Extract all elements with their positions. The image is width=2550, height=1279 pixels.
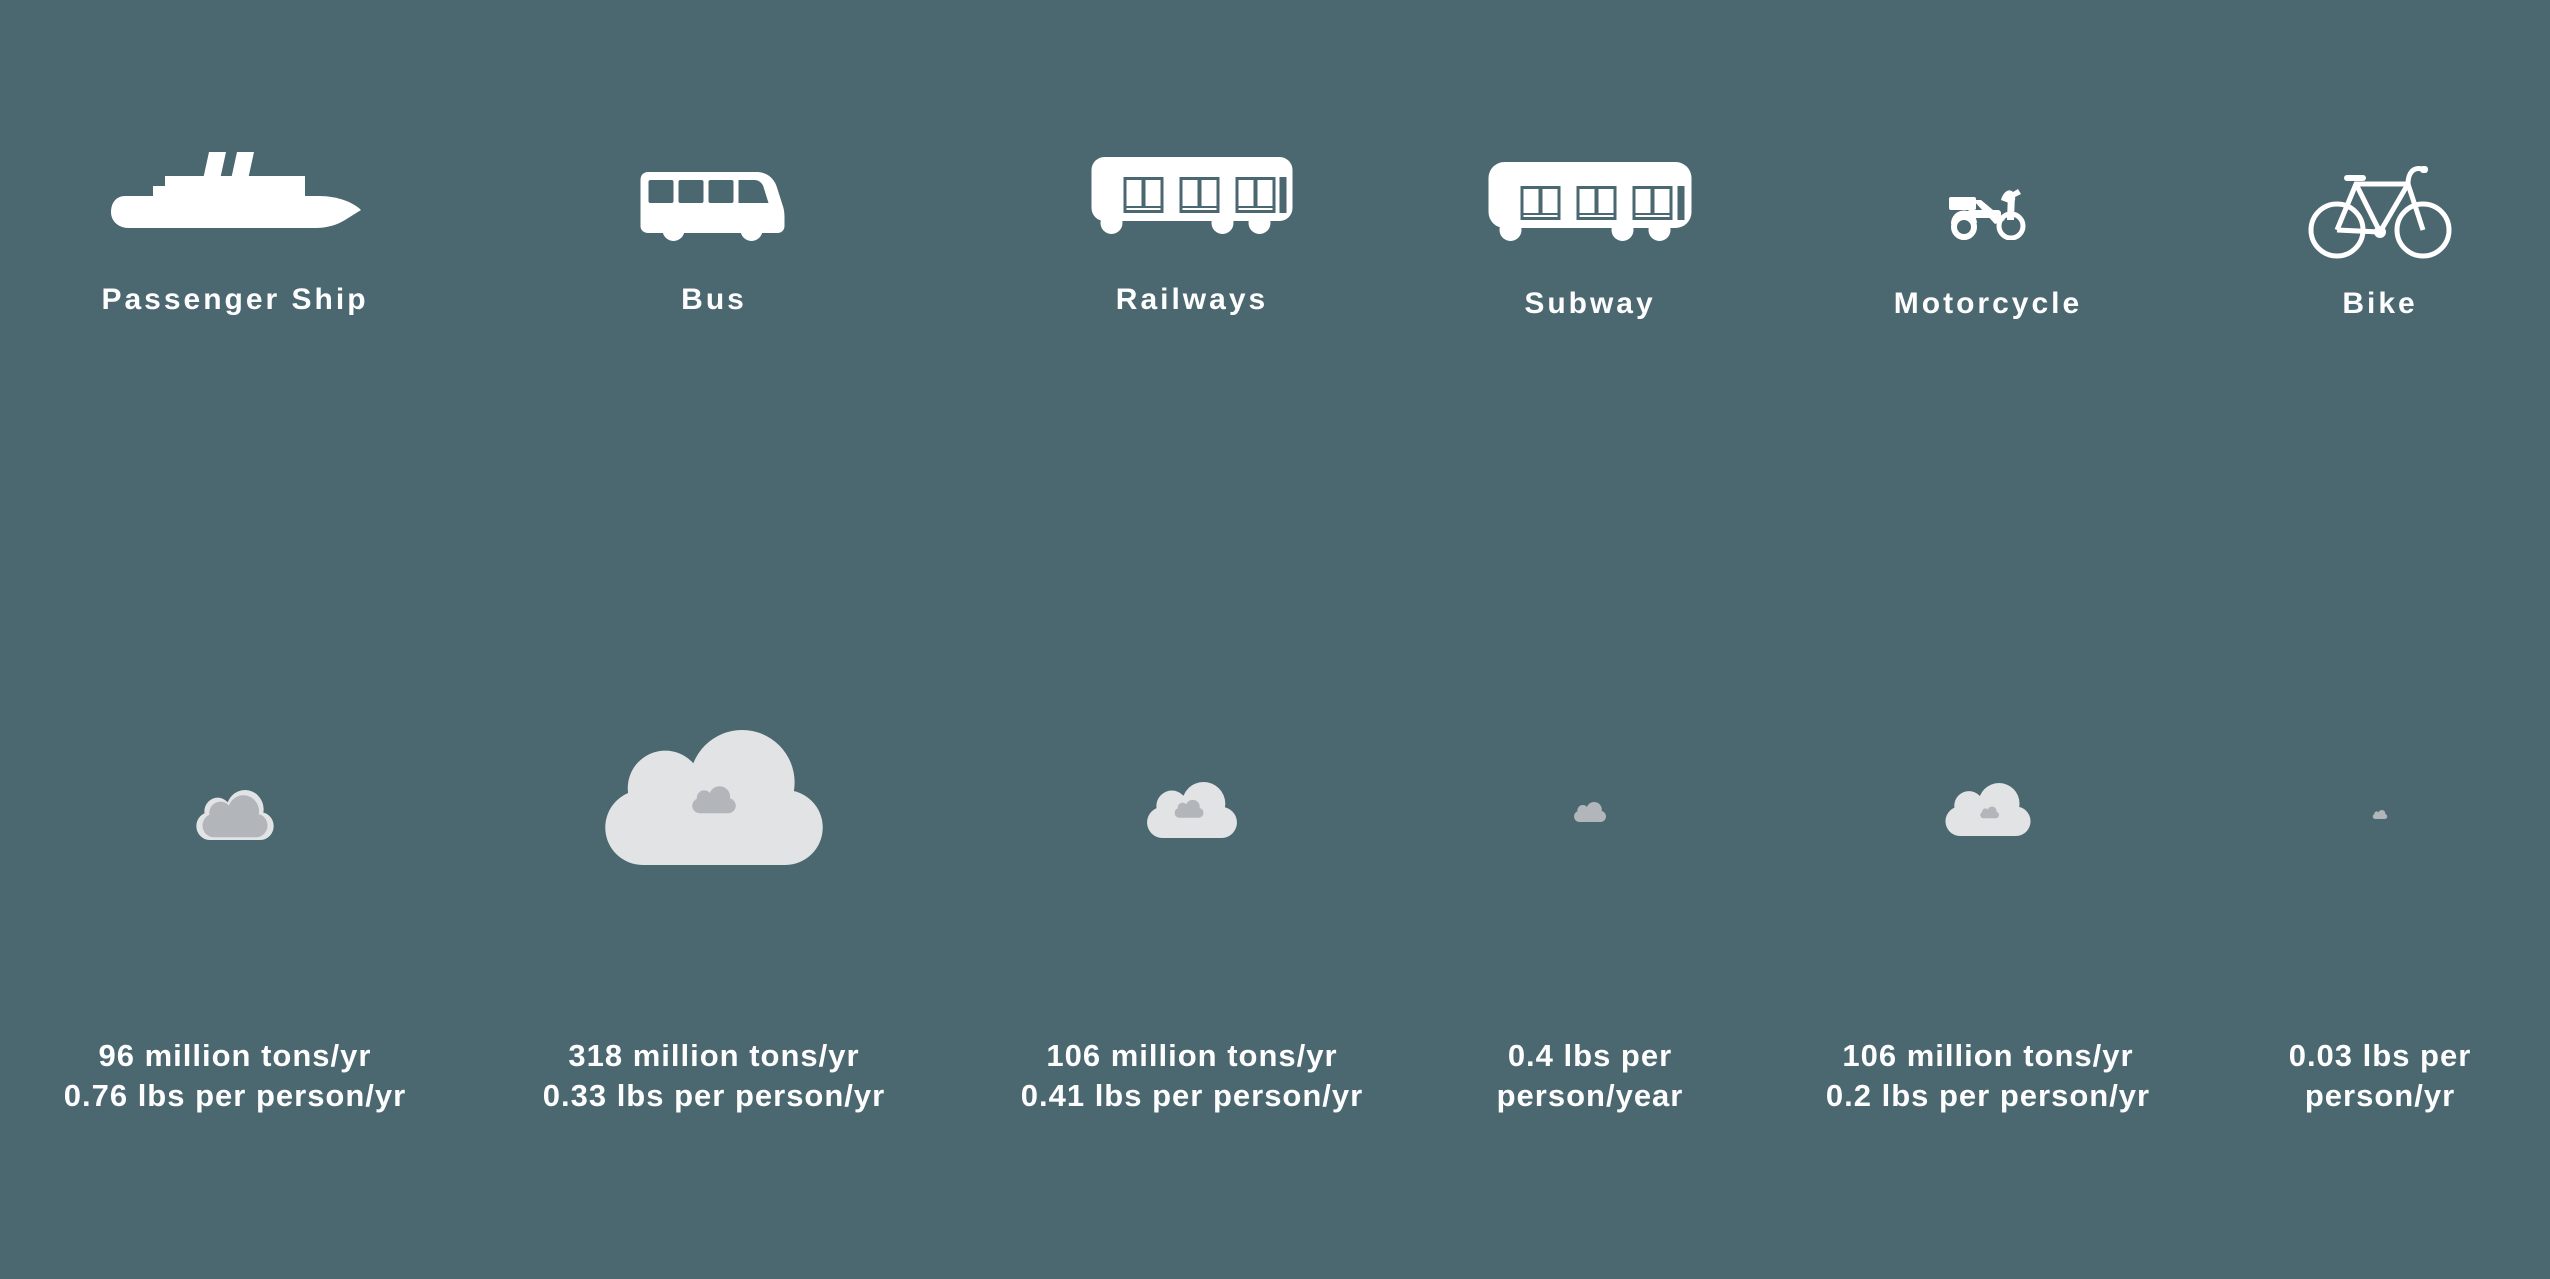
- stat-line-total: 106 million tons/yr: [1842, 1038, 2134, 1073]
- emission-cloud-icon: [195, 790, 275, 840]
- emission-stats: 318 million tons/yr 0.33 lbs per person/…: [474, 1036, 954, 1116]
- railways-icon: [1090, 155, 1295, 235]
- stat-line-per-person: 0.33 lbs per person/yr: [542, 1078, 886, 1113]
- stat-line-per-person: 0.41 lbs per person/yr: [1020, 1078, 1364, 1113]
- passenger-ship-icon: [109, 150, 361, 228]
- bus-icon: [639, 170, 790, 241]
- subway-icon: [1487, 160, 1694, 242]
- column-bus: Bus 318 million tons/yr 0.33 lbs per per…: [474, 0, 954, 1279]
- stat-line-per-person-2: person/year: [1496, 1078, 1684, 1113]
- mode-label: Subway: [1524, 287, 1656, 320]
- stat-line-per-person-2: person/yr: [2304, 1078, 2456, 1113]
- column-railways: Railways 106 million tons/yr 0.41 lbs pe…: [952, 0, 1432, 1279]
- mode-label: Passenger Ship: [101, 283, 369, 316]
- emission-stats: 0.4 lbs per person/year: [1350, 1036, 1830, 1116]
- emission-stats: 106 million tons/yr 0.41 lbs per person/…: [952, 1036, 1432, 1116]
- emission-stats: 96 million tons/yr 0.76 lbs per person/y…: [0, 1036, 475, 1116]
- motorcycle-icon: [1947, 188, 2029, 240]
- emission-cloud-icon: [1146, 782, 1239, 838]
- stat-line-per-person: 0.76 lbs per person/yr: [63, 1078, 407, 1113]
- stat-line-per-person: 0.03 lbs per: [2288, 1038, 2472, 1073]
- emission-cloud-icon: [2372, 810, 2388, 819]
- stat-line-total: 106 million tons/yr: [1046, 1038, 1338, 1073]
- emission-stats: 0.03 lbs per person/yr: [2140, 1036, 2550, 1116]
- column-bike: Bike 0.03 lbs per person/yr: [2140, 0, 2550, 1279]
- mode-label: Railways: [1115, 283, 1269, 316]
- column-subway: Subway 0.4 lbs per person/year: [1350, 0, 1830, 1279]
- column-passenger-ship: Passenger Ship 96 million tons/yr 0.76 l…: [0, 0, 475, 1279]
- stat-line-per-person: 0.4 lbs per: [1507, 1038, 1673, 1073]
- stat-line-per-person: 0.2 lbs per person/yr: [1825, 1078, 2151, 1113]
- bike-icon: [2308, 158, 2452, 259]
- stat-line-total: 318 million tons/yr: [568, 1038, 860, 1073]
- emission-cloud-icon: [602, 730, 827, 865]
- mode-label: Bus: [681, 283, 747, 316]
- mode-label: Bike: [2342, 287, 2418, 320]
- column-motorcycle: Motorcycle 106 million tons/yr 0.2 lbs p…: [1748, 0, 2228, 1279]
- stat-line-total: 96 million tons/yr: [98, 1038, 372, 1073]
- emission-cloud-icon: [1574, 802, 1607, 822]
- mode-label: Motorcycle: [1893, 287, 2083, 320]
- emission-cloud-icon: [1944, 783, 2032, 836]
- emission-stats: 106 million tons/yr 0.2 lbs per person/y…: [1748, 1036, 2228, 1116]
